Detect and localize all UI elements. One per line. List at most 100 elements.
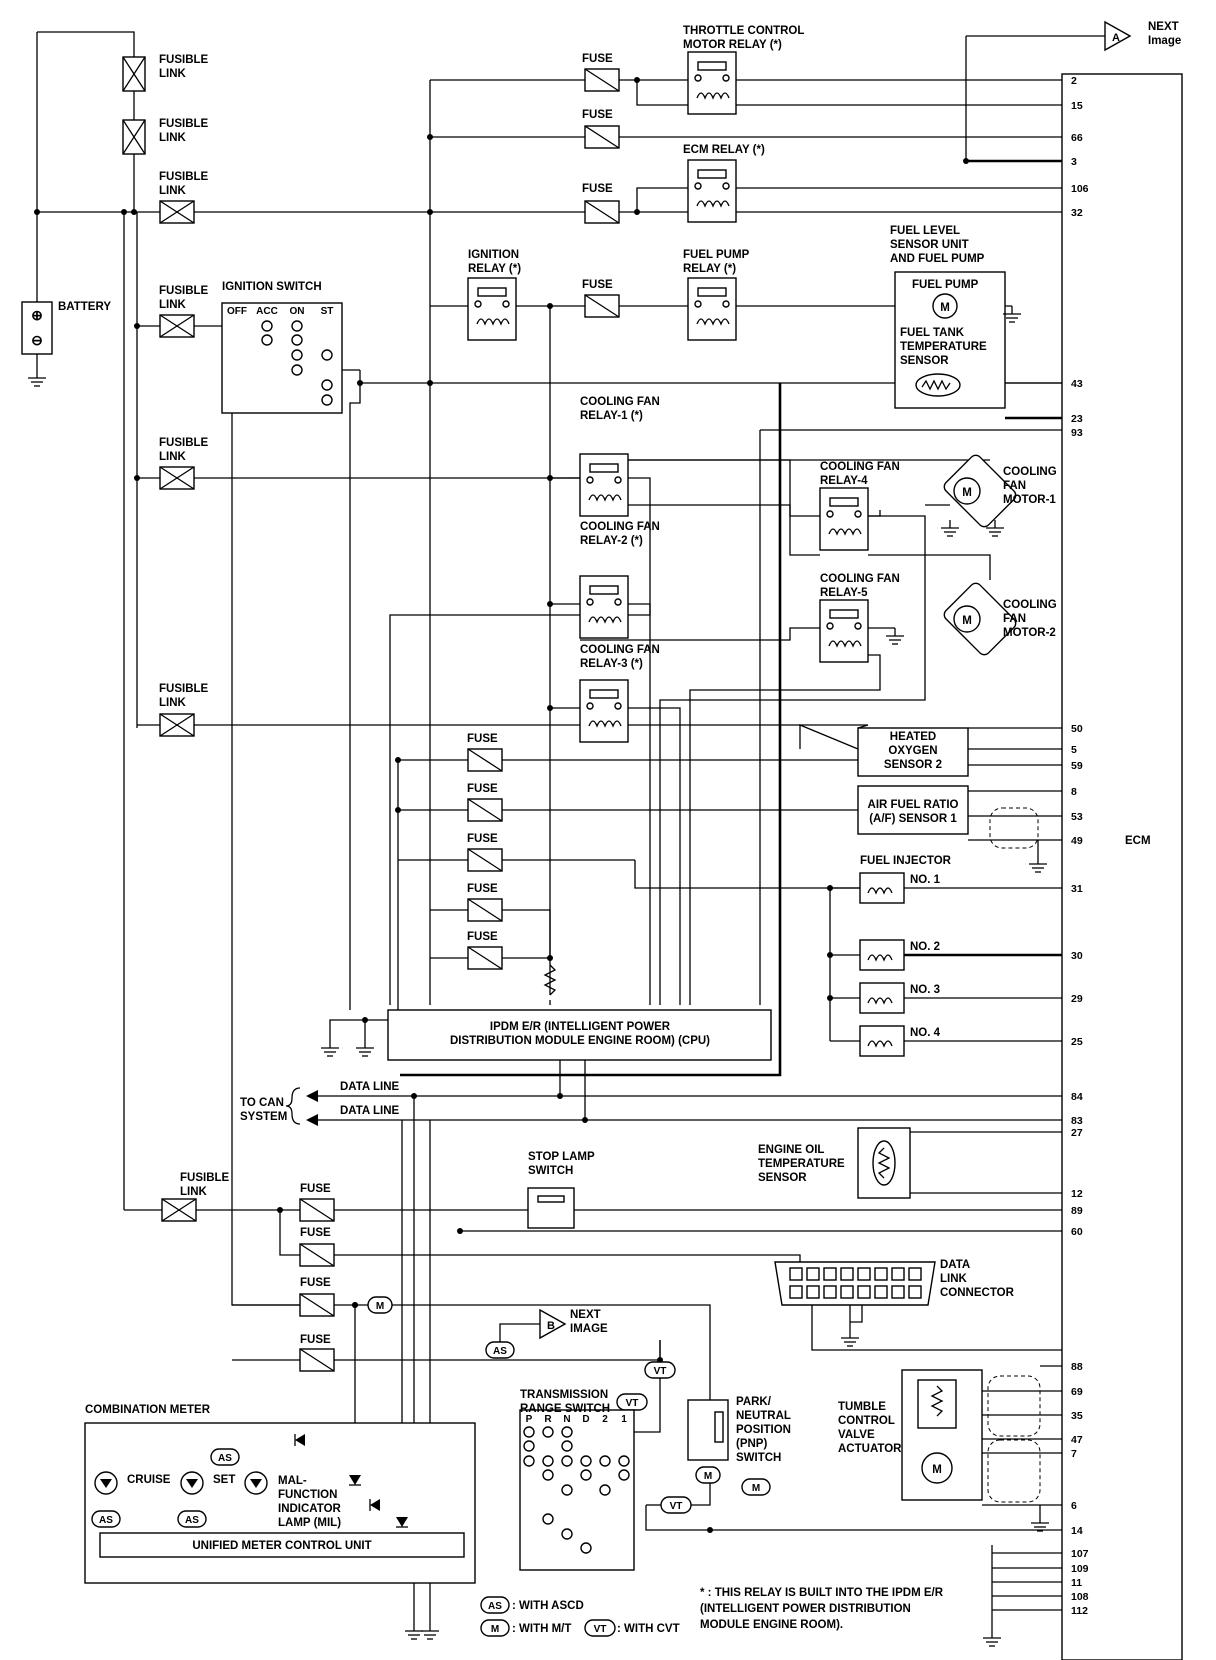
- motor-icon: M: [921, 1452, 953, 1484]
- relay-body: [819, 599, 869, 663]
- fusible-link-mark: [161, 1198, 197, 1222]
- relay-icon: [579, 453, 629, 517]
- option-tag-label: M: [704, 1471, 712, 1482]
- ecm-pin-106: 106: [1071, 183, 1089, 195]
- ecm-pin-43: 43: [1071, 378, 1083, 390]
- fuse-element: [584, 294, 620, 318]
- trs-contact: [618, 1469, 630, 1481]
- wire: [799, 724, 859, 750]
- ground-icon: [405, 1623, 423, 1640]
- motor-icon: M: [932, 293, 958, 319]
- relay-contact: [829, 497, 859, 507]
- relay-body: [579, 679, 629, 743]
- lamp-icon: [244, 1471, 268, 1495]
- battery-plus: ⊕: [31, 307, 43, 323]
- ecm-pin-3: 3: [1071, 156, 1077, 168]
- ecm-pin-109: 109: [1071, 1563, 1089, 1575]
- lamp-diode: [250, 1479, 262, 1488]
- wire: [499, 1323, 540, 1343]
- trs-contact: [561, 1455, 573, 1467]
- option-tag-body: [210, 1448, 240, 1466]
- wire: [659, 515, 926, 1005]
- trs-contact: [561, 1426, 573, 1438]
- relay-coil: [828, 640, 862, 648]
- ecm-pin-7: 7: [1071, 1448, 1077, 1460]
- dlc-pin: [874, 1285, 888, 1299]
- relay-body: [579, 575, 629, 639]
- fuse-element: [467, 748, 503, 772]
- wire: [645, 1505, 1040, 1531]
- option-tag: AS: [177, 1510, 207, 1528]
- fuse-element: [299, 1293, 335, 1317]
- relay-terminal: [854, 622, 862, 630]
- fuse-label: FUSE: [582, 109, 613, 121]
- option-tag: AS: [480, 1596, 510, 1614]
- injector-coil: [867, 1040, 893, 1048]
- wire: [628, 477, 651, 1005]
- ignition-switch-label: IGNITION SWITCH: [222, 281, 322, 293]
- data-line-label-1: DATA LINE: [340, 1081, 400, 1093]
- cruise-label: CRUISE: [127, 1474, 171, 1486]
- next-image-b-tag: B: [547, 1320, 555, 1332]
- trs-contact: [523, 1455, 535, 1467]
- trs-contact: [542, 1513, 554, 1525]
- junction-dot: [411, 1093, 417, 1099]
- switch-contact: [321, 379, 333, 391]
- injector-icon: [859, 1025, 905, 1057]
- option-tag-body: [695, 1466, 721, 1484]
- junction-dot: [131, 209, 137, 215]
- fuse-icon: [467, 946, 503, 970]
- can-brace: [285, 1087, 301, 1125]
- relay-icon: [687, 277, 737, 341]
- fusible-link-icon: [122, 56, 146, 92]
- ecm-pin-27: 27: [1071, 1127, 1083, 1139]
- wire: [279, 1210, 300, 1256]
- relay-body: [687, 51, 737, 115]
- set-label: SET: [213, 1474, 235, 1486]
- motor-symbol: M: [962, 615, 972, 627]
- relay-terminal: [614, 598, 622, 606]
- option-tag-body: [367, 1296, 393, 1314]
- option-tag-body: [584, 1619, 616, 1637]
- ecm-pin-2: 2: [1071, 75, 1077, 87]
- ecm-pin-108: 108: [1071, 1591, 1089, 1603]
- wire: [868, 554, 991, 580]
- relay-body: [687, 277, 737, 341]
- junction-dot: [121, 209, 127, 215]
- ground-icon: [421, 1623, 439, 1640]
- junction-dot: [827, 995, 833, 1001]
- dlc-pin: [806, 1285, 820, 1299]
- ground-icon: [1003, 306, 1021, 323]
- ground-icon: [986, 520, 1004, 537]
- trs-contact: [561, 1528, 573, 1540]
- option-tag-body: [480, 1619, 510, 1637]
- battery-minus: ⊖: [31, 332, 43, 348]
- junction-dot: [34, 209, 40, 215]
- wire: [689, 654, 881, 1005]
- fuse-label: FUSE: [300, 1277, 331, 1289]
- lamp-diode: [100, 1479, 112, 1488]
- trs-col-R: R: [544, 1414, 552, 1425]
- ecm-label: ECM: [1125, 835, 1151, 847]
- fuse-element: [584, 125, 620, 149]
- fuel-pump-label: FUEL PUMP: [912, 279, 979, 291]
- relay-coil: [588, 494, 622, 502]
- option-tag-body: [644, 1361, 676, 1379]
- dlc-pin: [891, 1267, 905, 1281]
- wire: [231, 399, 342, 1306]
- diode-icon: [369, 1499, 380, 1511]
- fuse-icon: [299, 1198, 335, 1222]
- junction-dot: [827, 885, 833, 891]
- option-tag-body: [480, 1596, 510, 1614]
- fuse-element: [299, 1198, 335, 1222]
- relay-terminal: [614, 476, 622, 484]
